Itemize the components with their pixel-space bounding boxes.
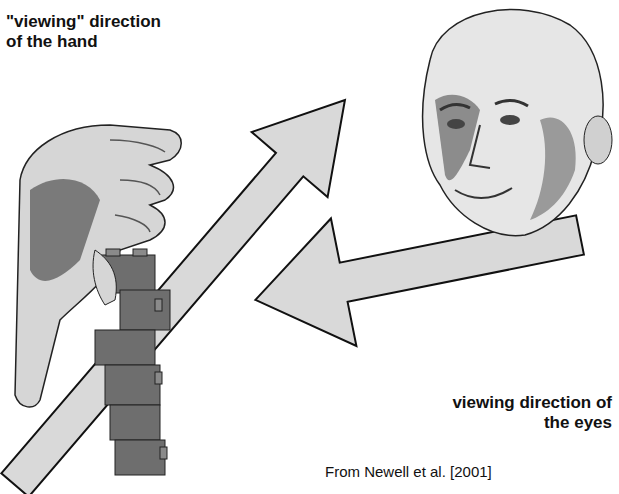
direction-label: viewing direction of the eyes	[430, 393, 612, 434]
thumb	[93, 250, 116, 305]
brick-stud	[155, 299, 162, 311]
head-shape	[423, 10, 603, 236]
brick	[105, 365, 160, 405]
finger-creases	[110, 140, 165, 232]
brick	[115, 440, 165, 475]
figure-caption: From Newell et al. [2001]	[325, 463, 492, 481]
brick-stud	[133, 249, 147, 256]
ear	[584, 116, 612, 164]
brick	[95, 330, 155, 365]
hand-shape	[15, 125, 181, 407]
brick-stud	[160, 447, 167, 459]
cheek-shading	[530, 117, 576, 220]
eye	[447, 119, 465, 129]
eye	[500, 115, 520, 125]
lego-bricks	[93, 249, 170, 475]
direction-label: "viewing" direction of the hand	[6, 12, 181, 53]
eyebrows	[440, 100, 528, 110]
head-drawing	[423, 10, 612, 236]
brick	[110, 405, 160, 440]
hand-shading	[30, 179, 100, 281]
nose	[470, 125, 490, 168]
brick-stud	[155, 372, 162, 384]
hand-drawing	[15, 125, 181, 407]
brick-stud	[106, 249, 120, 256]
mouth	[455, 188, 512, 198]
brick	[120, 290, 170, 330]
